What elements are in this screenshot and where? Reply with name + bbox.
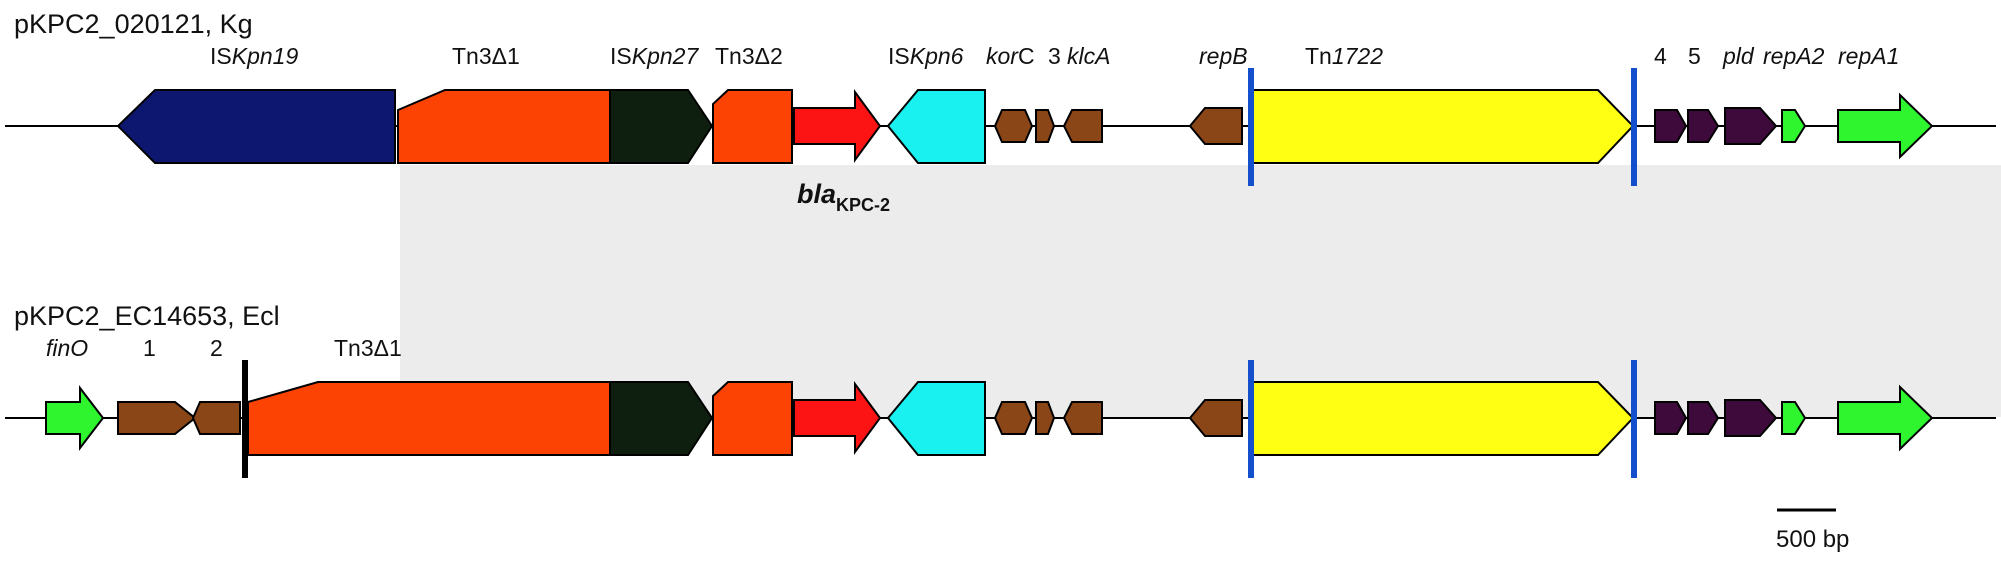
label-5: 5 (1688, 43, 1701, 69)
label-2: 2 (210, 335, 223, 361)
gene-klca (1062, 109, 1103, 143)
gene-pld (1724, 107, 1778, 145)
gene-tn3-delta1 (397, 89, 611, 164)
gene-2 (191, 401, 241, 435)
label-tn1722: Tn1722 (1305, 43, 1383, 69)
label-repb: repB (1199, 43, 1248, 69)
plasmid-title-top: pKPC2_020121, Kg (14, 9, 253, 39)
gene-iskpn6-bottom (886, 381, 986, 456)
gene-iskpn27-bottom (609, 381, 714, 456)
boundary-marker-right-top (1631, 68, 1637, 186)
gene-3 (1035, 109, 1056, 143)
gene-klca-bottom (1062, 401, 1103, 435)
scale-bar-label: 500 bp (1776, 526, 1849, 553)
gene-repa1 (1837, 92, 1934, 160)
gene-tn1722-bottom (1249, 381, 1635, 456)
gene-korc-bottom (993, 401, 1034, 435)
gene-repa2-bottom (1781, 401, 1807, 435)
boundary-marker-right-bottom (1631, 360, 1637, 478)
label-iskpn27: ISKpn27 (610, 43, 699, 69)
gene-labels-bottom: finO 1 2 Tn3Δ1 (46, 335, 402, 361)
label-klca: klcA (1067, 43, 1110, 69)
homology-shading (400, 165, 2001, 417)
gene-4 (1654, 109, 1688, 143)
gene-labels-top: ISKpn19 Tn3Δ1 ISKpn27 Tn3Δ2 ISKpn6 korC … (210, 43, 1899, 69)
gene-iskpn6 (886, 89, 986, 164)
label-bla-kpc2: blaKPC-2 (797, 179, 890, 215)
label-tn3-delta2: Tn3Δ2 (715, 43, 783, 69)
gene-korc (993, 109, 1034, 143)
label-iskpn6: ISKpn6 (888, 43, 964, 69)
label-pld: pld (1722, 43, 1755, 69)
plasmid-title-bottom: pKPC2_EC14653, Ecl (14, 301, 280, 331)
label-tn3-delta1-bottom: Tn3Δ1 (334, 335, 402, 361)
gene-4-bottom (1654, 401, 1688, 435)
gene-repb (1188, 107, 1243, 145)
gene-bla-kpc2 (793, 88, 882, 164)
boundary-marker-left-top (1248, 68, 1254, 186)
label-1: 1 (143, 335, 156, 361)
label-fino: finO (46, 335, 88, 361)
gene-3-bottom (1035, 401, 1056, 435)
gene-repa2 (1781, 109, 1807, 143)
gene-tn3-delta2-bottom (712, 381, 793, 456)
gene-1 (117, 401, 197, 435)
gene-iskpn27 (609, 89, 714, 164)
gene-5-bottom (1687, 401, 1720, 435)
label-4: 4 (1654, 43, 1667, 69)
gene-repb-bottom (1188, 399, 1243, 437)
label-repa1: repA1 (1838, 43, 1899, 69)
gene-tn3-delta1-bottom (247, 381, 611, 456)
gene-tn3-delta2 (712, 89, 793, 164)
label-3: 3 (1048, 43, 1061, 69)
gene-tn1722 (1249, 89, 1635, 164)
gene-repa1-bottom (1837, 384, 1934, 452)
boundary-marker-black-bottom (242, 360, 248, 478)
label-iskpn19: ISKpn19 (210, 43, 298, 69)
gene-5 (1687, 109, 1720, 143)
label-tn3-delta1: Tn3Δ1 (452, 43, 520, 69)
gene-bla-kpc2-bottom (793, 380, 882, 456)
label-repa2: repA2 (1763, 43, 1825, 69)
label-korc: korC (986, 43, 1035, 69)
gene-iskpn19 (116, 89, 396, 164)
gene-track-bottom (45, 380, 1934, 456)
boundary-marker-left-bottom (1248, 360, 1254, 478)
gene-pld-bottom (1724, 399, 1778, 437)
gene-fino (45, 385, 105, 451)
gene-track-top (116, 88, 1934, 164)
